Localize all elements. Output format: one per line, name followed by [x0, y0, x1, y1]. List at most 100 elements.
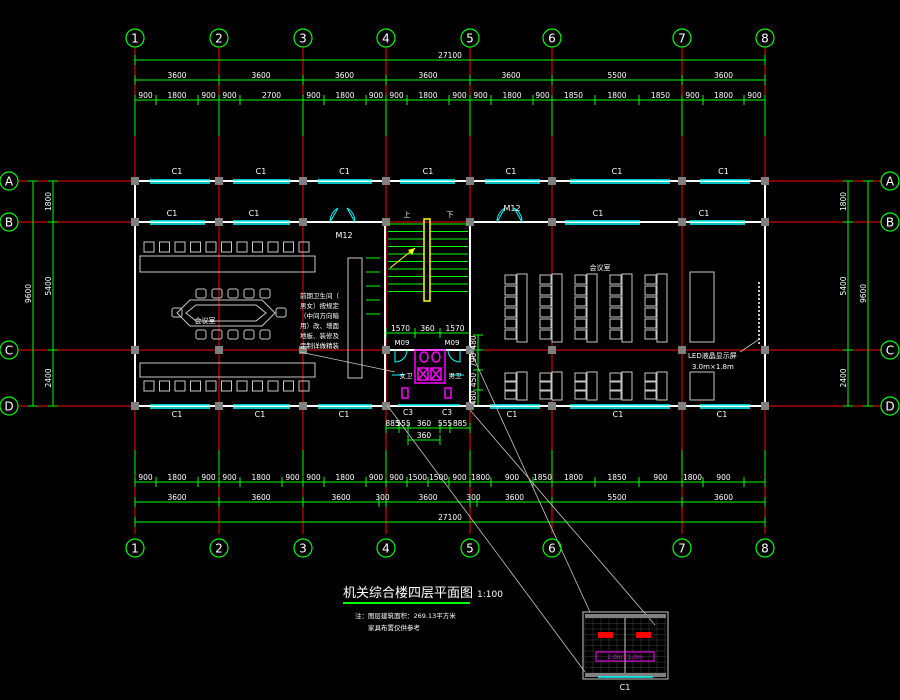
chair-bottom-7 [252, 380, 263, 392]
door-m12-left-label: M12 [335, 231, 352, 240]
restroom-note-line-3: （中间方向暗 [300, 311, 340, 320]
windows [150, 179, 750, 409]
dim-top-bays-text-5: 5500 [607, 71, 626, 80]
dim-left-bays-text-1: 5400 [44, 276, 53, 295]
column [215, 177, 223, 185]
restroom-block [401, 349, 452, 399]
seat-upper-0-2 [504, 296, 517, 307]
dim-bottom-sub-text-4: 1800 [251, 473, 270, 482]
column [131, 218, 139, 226]
dim-bottom-sub-text-19: 1800 [683, 473, 702, 482]
dim-stair-top-text-2: 1570 [445, 324, 464, 333]
dim-bottom-total-text-0: 27100 [438, 513, 462, 522]
callout-lines [299, 339, 759, 673]
column [382, 346, 390, 354]
dim-bottom-bays-text-4: 3600 [418, 493, 437, 502]
seat-upper-0-3 [504, 307, 517, 318]
chair-bottom-1 [159, 380, 170, 392]
dim-right-bays-text-1: 5400 [839, 276, 848, 295]
seat-upper-3-4 [609, 318, 622, 329]
dim-bottom-sub-text-20: 900 [716, 473, 731, 482]
seat-lower-0-1 [504, 381, 517, 391]
column [548, 218, 556, 226]
column [299, 218, 307, 226]
seat-lower-1-1 [539, 381, 552, 391]
dim-top-bays-text-6: 3600 [714, 71, 733, 80]
dim-top-sub-text-0: 900 [138, 91, 153, 100]
led-screen-size: 3.0m×1.8m [692, 363, 734, 371]
dim-top-sub-text-10: 900 [452, 91, 467, 100]
seat-upper-2-4 [574, 318, 587, 329]
conference-chair-5 [195, 329, 207, 340]
axis-top-4: 4 [382, 32, 390, 46]
seat-lower-1-2 [539, 390, 552, 400]
stair-arrow-head-icon [408, 248, 415, 255]
dim-bottom-sub-text-17: 1850 [607, 473, 626, 482]
door-m12-right [496, 207, 523, 223]
dim-stair-side-text-2: 450 [469, 373, 478, 388]
seat-upper-1-2 [539, 296, 552, 307]
column [761, 177, 769, 185]
seat-upper-1-4 [539, 318, 552, 329]
axis-left-A: A [5, 175, 14, 189]
axis-bottom-4-circle [376, 538, 396, 558]
desk-lower-3 [621, 371, 633, 401]
column [761, 218, 769, 226]
chair-top-9 [283, 241, 294, 253]
seat-lower-3-0 [609, 372, 622, 382]
meeting-room-label: 会议室 [195, 316, 216, 325]
left-meeting-room-furniture [139, 255, 363, 379]
axis-bottom-2-circle [209, 538, 229, 558]
seat-lower-3-2 [609, 390, 622, 400]
dim-top-sub-text-5: 900 [306, 91, 321, 100]
dim-bottom-bays-text-3: 300 [375, 493, 390, 502]
dim-stair-bottom-a-text-0: 885 [385, 419, 400, 428]
meeting-chairs [143, 241, 310, 392]
exterior-walls [134, 180, 766, 407]
seat-upper-3-2 [609, 296, 622, 307]
dim-bottom-sub-text-14: 900 [505, 473, 520, 482]
drawing-scale: 1:100 [477, 590, 503, 600]
seat-upper-3-0 [609, 274, 622, 285]
conference-chair-0 [195, 288, 207, 299]
axis-top-7: 7 [678, 32, 686, 46]
desk-upper-2 [586, 273, 598, 343]
column [382, 218, 390, 226]
dim-bottom-bays-text-1: 3600 [251, 493, 270, 502]
desk-upper-3 [621, 273, 633, 343]
led-screen-label: LED液晶显示屏 [688, 351, 737, 360]
axis-left-B-circle [0, 212, 19, 232]
seat-upper-1-1 [539, 285, 552, 296]
chair-bottom-2 [174, 380, 186, 392]
axis-bottom-5-circle [460, 538, 480, 558]
column [215, 402, 223, 410]
axis-bottom-4: 4 [382, 542, 390, 556]
window-b-label-2: C1 [593, 209, 604, 218]
window-b-label-3: C1 [699, 209, 710, 218]
column [382, 402, 390, 410]
dim-stair-bottom-a-text-2: 360 [417, 419, 432, 428]
note-line-1: 注：图层建筑面积：269.13平方米 [355, 611, 456, 620]
dim-top-total-text-0: 27100 [438, 51, 462, 60]
axis-right-D: D [885, 400, 894, 414]
window-a-label-2: C1 [339, 167, 350, 176]
window-d-label-3: C1 [507, 410, 518, 419]
dim-bottom-sub-text-6: 900 [306, 473, 321, 482]
axis-bottom-7-circle [672, 538, 692, 558]
column [131, 346, 139, 354]
dim-bottom-sub-text-9: 900 [389, 473, 404, 482]
axis-top-1: 1 [131, 32, 139, 46]
axis-right-A-circle [880, 171, 900, 191]
column [678, 177, 686, 185]
dim-right-bays-text-2: 2400 [839, 368, 848, 387]
chair-top-4 [205, 241, 217, 253]
column [299, 402, 307, 410]
restroom-note-line-4: 用）改、增面 [300, 321, 340, 330]
seat-upper-2-0 [574, 274, 587, 285]
dim-stair-side-text-1: 790 [469, 353, 478, 368]
axis-top-1-circle [125, 28, 145, 48]
dim-bottom-sub-text-5: 900 [285, 473, 300, 482]
seat-upper-3-3 [609, 307, 622, 318]
window-b-label-1: C1 [249, 209, 260, 218]
